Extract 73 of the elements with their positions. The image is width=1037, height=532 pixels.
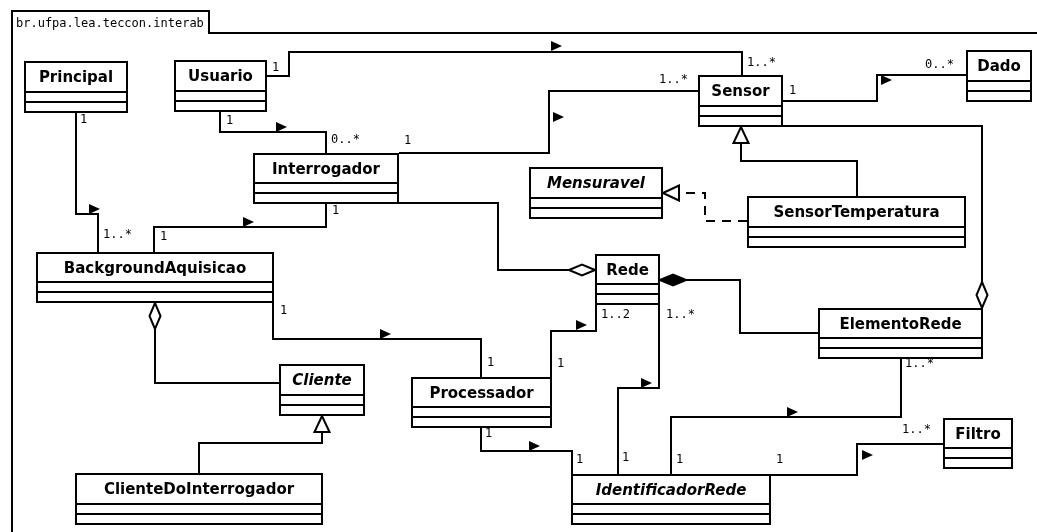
class-name: ElementoRede bbox=[839, 314, 962, 333]
multiplicity-label: 1 bbox=[226, 114, 234, 127]
class-name: Filtro bbox=[955, 424, 1001, 443]
class-box bbox=[75, 473, 323, 525]
association-line bbox=[398, 90, 699, 154]
multiplicity-label: 1..* bbox=[659, 73, 688, 86]
association-line bbox=[550, 304, 597, 378]
multiplicity-label: 1 bbox=[789, 84, 797, 97]
multiplicity-label: 1 bbox=[80, 113, 88, 126]
class-name: Cliente bbox=[292, 371, 352, 389]
multiplicity-label: 1 bbox=[576, 453, 584, 466]
class-name: BackgroundAquisicao bbox=[63, 258, 247, 277]
multiplicity-label: 1 bbox=[776, 453, 784, 466]
class-box bbox=[36, 252, 274, 303]
multiplicity-label: 0..* bbox=[331, 133, 360, 146]
class-box bbox=[595, 254, 660, 305]
association-line bbox=[75, 112, 99, 253]
association-line bbox=[272, 302, 482, 378]
class-name: SensorTemperatura bbox=[773, 203, 940, 221]
class-name: Sensor bbox=[711, 82, 770, 100]
class-name: ClienteDoInterrogador bbox=[103, 480, 295, 498]
class-name: Rede bbox=[606, 260, 649, 279]
multiplicity-label: 1..2 bbox=[601, 308, 630, 321]
class-box bbox=[943, 418, 1013, 469]
multiplicity-label: 1 bbox=[404, 134, 412, 147]
multiplicity-label: 1 bbox=[487, 356, 495, 369]
association-line bbox=[770, 443, 944, 476]
class-box bbox=[529, 167, 663, 219]
multiplicity-label: 1..* bbox=[902, 423, 931, 436]
class-name: IdentificadorRede bbox=[595, 480, 747, 499]
multiplicity-label: 1 bbox=[332, 204, 340, 217]
multiplicity-label: 1..* bbox=[103, 228, 132, 241]
multiplicity-label: 1 bbox=[557, 357, 565, 370]
class-box bbox=[966, 50, 1032, 102]
class-box bbox=[253, 153, 399, 204]
package-tab: br.ufpa.lea.teccon.interab bbox=[11, 10, 210, 34]
class-box bbox=[174, 60, 267, 112]
association-line bbox=[480, 427, 573, 475]
class-name: Mensuravel bbox=[547, 174, 645, 192]
multiplicity-label: 1 bbox=[676, 453, 684, 466]
aggregation-line bbox=[782, 125, 989, 309]
multiplicity-label: 1 bbox=[160, 230, 168, 243]
composition-line bbox=[659, 273, 819, 334]
class-box bbox=[818, 308, 983, 359]
class-name: Usuario bbox=[188, 67, 253, 85]
association-line bbox=[153, 203, 327, 253]
multiplicity-label: 1 bbox=[272, 61, 280, 74]
association-line bbox=[782, 74, 967, 102]
class-box bbox=[698, 75, 783, 127]
multiplicity-label: 1 bbox=[485, 427, 493, 440]
generalization-arrow bbox=[732, 126, 858, 197]
multiplicity-label: 1..* bbox=[666, 308, 695, 321]
aggregation-line bbox=[148, 302, 280, 384]
class-box bbox=[747, 196, 966, 248]
multiplicity-label: 1..* bbox=[747, 56, 776, 69]
class-name: Processador bbox=[429, 383, 534, 402]
multiplicity-label: 1 bbox=[280, 304, 288, 317]
aggregation-line bbox=[398, 202, 596, 277]
class-name: Interrogador bbox=[272, 159, 380, 178]
class-box bbox=[279, 364, 365, 416]
association-line bbox=[617, 304, 660, 475]
class-box bbox=[411, 377, 552, 428]
class-name: Dado bbox=[977, 57, 1021, 75]
association-line bbox=[266, 51, 743, 77]
multiplicity-label: 1 bbox=[622, 451, 630, 464]
class-box bbox=[24, 61, 128, 113]
class-name: Principal bbox=[38, 68, 114, 86]
association-line bbox=[670, 358, 902, 475]
generalization-arrow bbox=[662, 184, 748, 222]
generalization-arrow bbox=[198, 415, 331, 474]
class-box bbox=[571, 474, 771, 525]
multiplicity-label: 0..* bbox=[925, 58, 954, 71]
association-line bbox=[219, 111, 327, 154]
